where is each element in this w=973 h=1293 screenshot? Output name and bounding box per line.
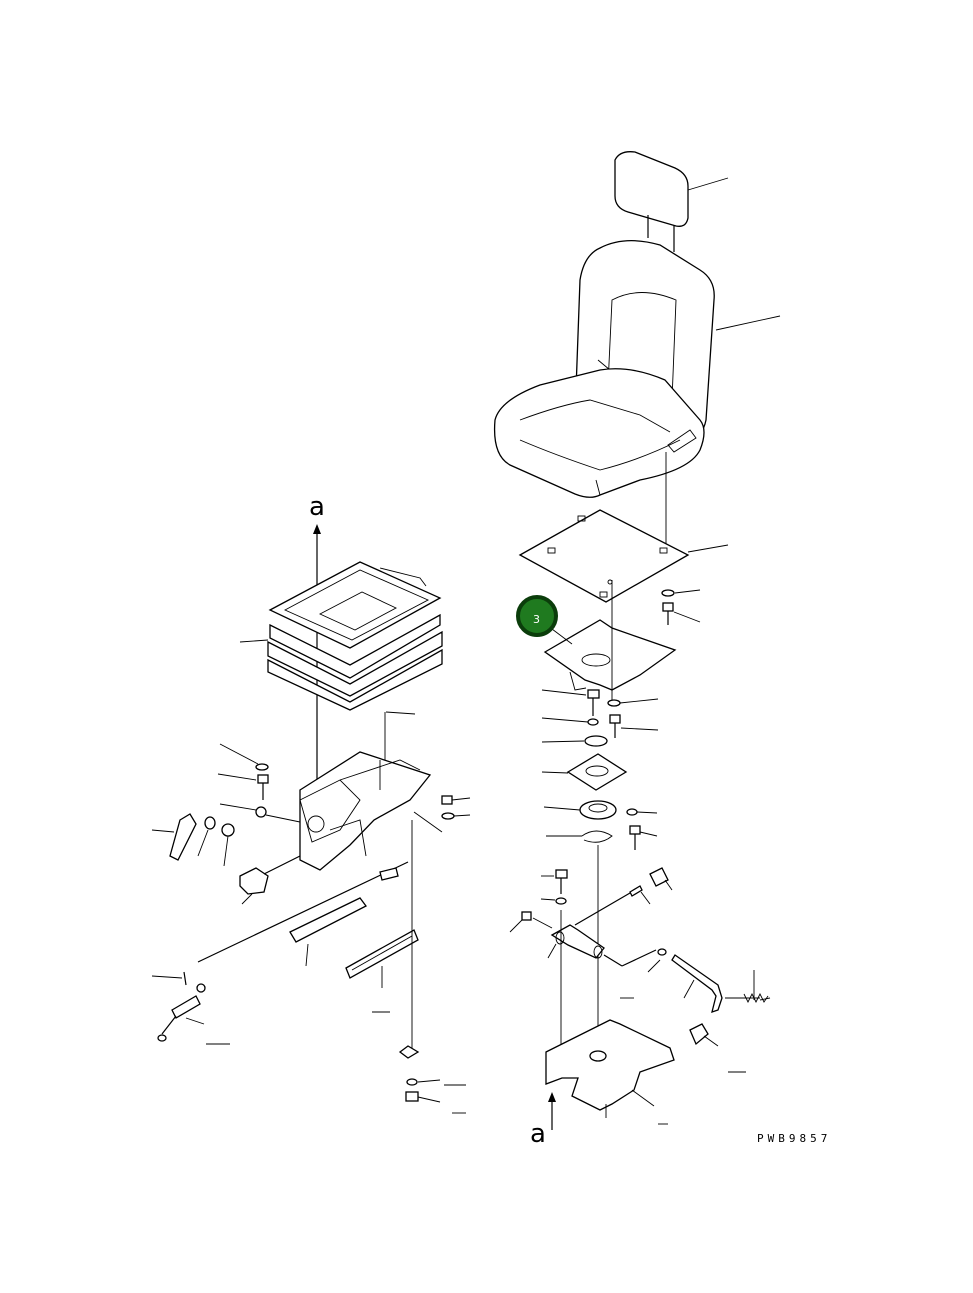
left-fasteners <box>217 743 301 823</box>
lower-bolt <box>540 869 568 905</box>
grip <box>689 1023 719 1047</box>
callout-badge[interactable]: 3 <box>516 595 558 637</box>
leader-bellows <box>239 639 269 643</box>
knob <box>239 855 301 905</box>
slide-rails <box>197 861 419 1013</box>
arrow-label-top: a <box>309 492 325 522</box>
bolt-right <box>662 602 701 625</box>
nut-left <box>509 911 553 933</box>
leader-headrest <box>687 177 729 191</box>
stud-bolt <box>574 885 651 926</box>
cam-knob <box>649 867 673 891</box>
arrow-bottom: a <box>530 1092 556 1149</box>
bolt-stack <box>541 689 659 747</box>
mounting-bracket <box>543 619 677 691</box>
seat-plate <box>518 509 690 603</box>
leader-plate <box>687 544 729 553</box>
lower-plate-left <box>398 1045 466 1114</box>
swivel-plate <box>541 753 628 791</box>
seat-assembly <box>493 240 715 498</box>
headrest <box>614 151 689 252</box>
handle-left <box>151 813 235 867</box>
callout-label: 3 <box>533 613 540 626</box>
leader-seat <box>715 315 781 331</box>
lever-rod <box>603 948 771 1013</box>
base-plate <box>545 1019 675 1118</box>
suspension-unit <box>299 751 432 871</box>
arrow-top: a <box>309 492 325 780</box>
bearing <box>543 800 658 820</box>
drawing-code: PWB9857 <box>757 1132 831 1145</box>
gas-spring <box>151 971 230 1045</box>
lever-bracket <box>547 924 605 959</box>
arrow-label-bottom: a <box>530 1119 546 1149</box>
washer-right <box>661 589 701 597</box>
snap-ring <box>546 825 658 850</box>
bellows <box>267 561 443 711</box>
nuts-suspension <box>413 795 471 833</box>
